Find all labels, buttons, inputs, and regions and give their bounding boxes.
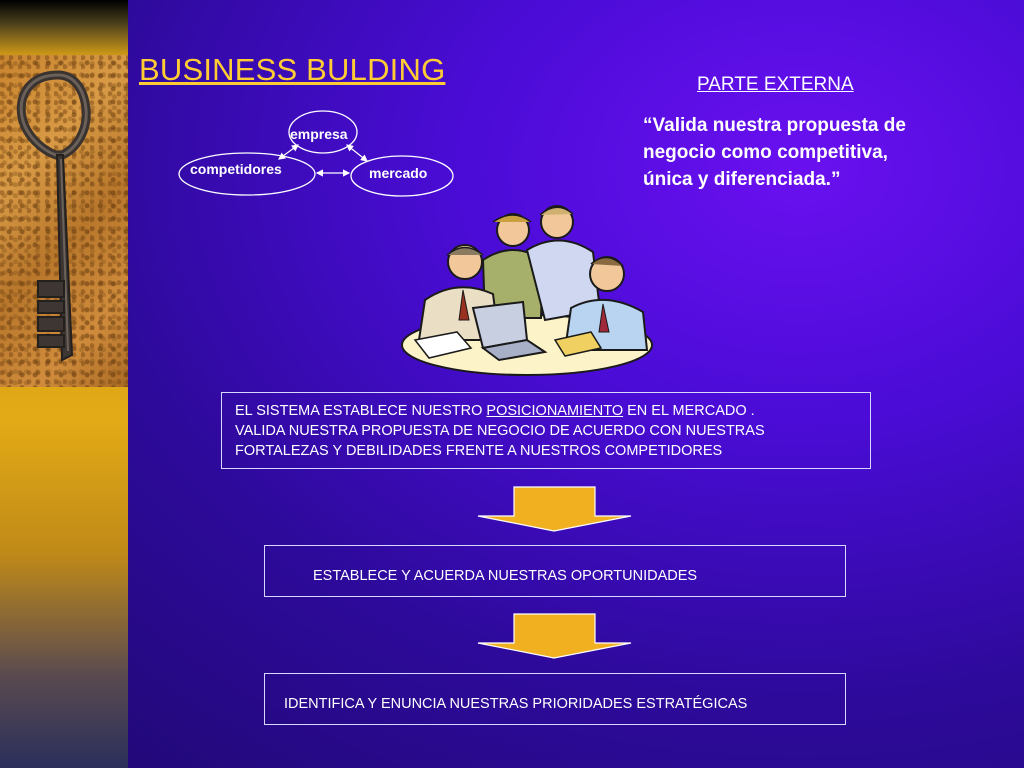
priorities-text: IDENTIFICA Y ENUNCIA NUESTRAS PRIORIDADE… [284,696,748,712]
down-arrow-icon [477,613,632,659]
competidores-node [178,152,316,196]
business-meeting-illustration [395,200,660,380]
box1-line3: FORTALEZAS Y DEBILIDADES FRENTE A NUESTR… [235,443,723,459]
down-arrow-icon [477,486,632,532]
diagram-shapes [178,110,454,197]
slide-title: BUSINESS BULDING [139,52,446,87]
box1-line1: EL SISTEMA ESTABLECE NUESTRO POSICIONAMI… [235,401,870,421]
quote-line: negocio como competitiva, [643,142,888,163]
competidores-label: competidores [190,161,282,177]
connector-empresa-competidores [278,144,299,160]
box1-line1-end: EN EL MERCADO . [623,403,755,419]
quote-line: “Valida nuestra propuesta de [643,115,906,136]
empresa-node [288,110,358,154]
box1-line1-start: EL SISTEMA ESTABLECE NUESTRO [235,403,487,419]
posicionamiento-text: POSICIONAMIENTO [486,403,624,419]
opportunities-text: ESTABLECE Y ACUERDA NUESTRAS OPORTUNIDAD… [313,568,698,584]
quote-line: única y diferenciada.” [643,169,841,190]
connector-empresa-mercado [346,144,368,162]
box1-line2: VALIDA NUESTRA PROPUESTA DE NEGOCIO DE A… [235,423,765,439]
key-icon [16,70,91,362]
quote-text: “Valida nuestra propuesta de negocio com… [643,112,983,193]
priorities-box: IDENTIFICA Y ENUNCIA NUESTRAS PRIORIDADE… [264,673,846,725]
opportunities-box: ESTABLECE Y ACUERDA NUESTRAS OPORTUNIDAD… [264,545,846,597]
key-photo [0,55,128,387]
positioning-box: EL SISTEMA ESTABLECE NUESTRO POSICIONAMI… [221,392,871,469]
mercado-label: mercado [369,165,428,181]
mercado-node [350,155,454,197]
section-heading: PARTE EXTERNA [697,74,854,95]
empresa-label: empresa [290,126,348,142]
relationship-diagram: empresa competidores mercado [175,105,460,200]
